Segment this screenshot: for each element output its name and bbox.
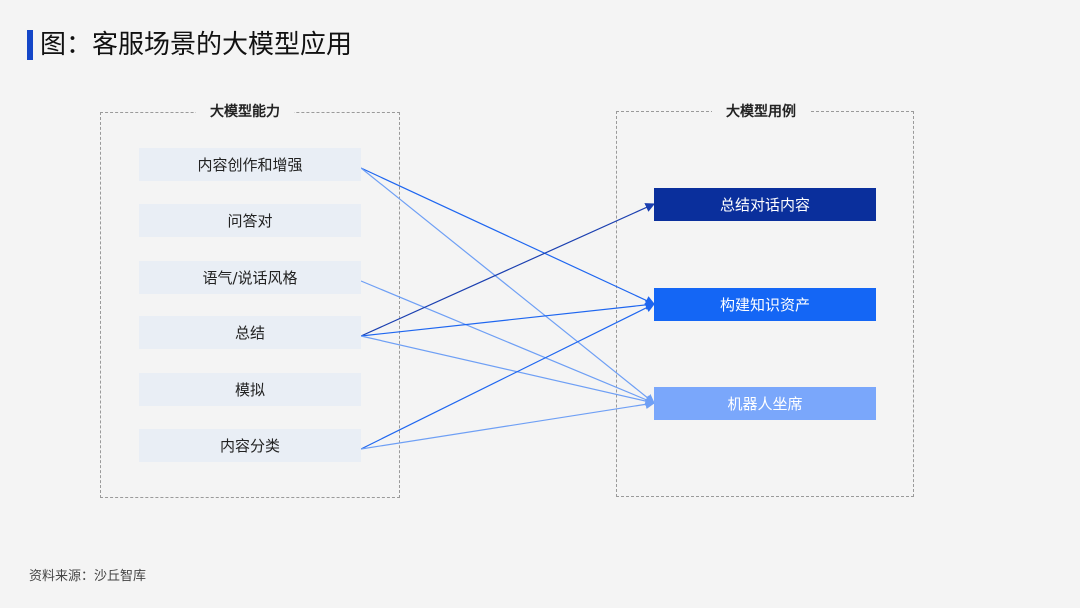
title-accent-bar (27, 30, 33, 60)
connection-c4-u1 (360, 203, 656, 337)
source-note: 资料来源：沙丘智库 (29, 569, 147, 584)
connection-c4-u2 (360, 300, 656, 337)
capability-qa-pairs: 问答对 (139, 204, 361, 237)
capability-content-classify: 内容分类 (139, 429, 361, 462)
page-title: 图：客服场景的大模型应用 (40, 30, 353, 60)
connection-c6-u3 (360, 399, 656, 450)
use-case-build-knowledge: 构建知识资产 (654, 288, 876, 321)
capabilities-group-title: 大模型能力 (196, 101, 294, 123)
use-case-summarize-dialogue: 总结对话内容 (654, 188, 876, 221)
connection-c1-u2 (360, 167, 656, 305)
capability-simulate: 模拟 (139, 373, 361, 406)
use-cases-group-title: 大模型用例 (712, 101, 810, 123)
connection-c1-u3 (360, 167, 655, 404)
connection-c4-u3 (360, 335, 656, 406)
capability-tone-style: 语气/说话风格 (139, 261, 361, 294)
connection-c3-u3 (360, 280, 656, 405)
use-case-robot-agent: 机器人坐席 (654, 387, 876, 420)
connection-c6-u2 (360, 303, 656, 450)
capability-content-creation: 内容创作和增强 (139, 148, 361, 181)
capability-summarize: 总结 (139, 316, 361, 349)
